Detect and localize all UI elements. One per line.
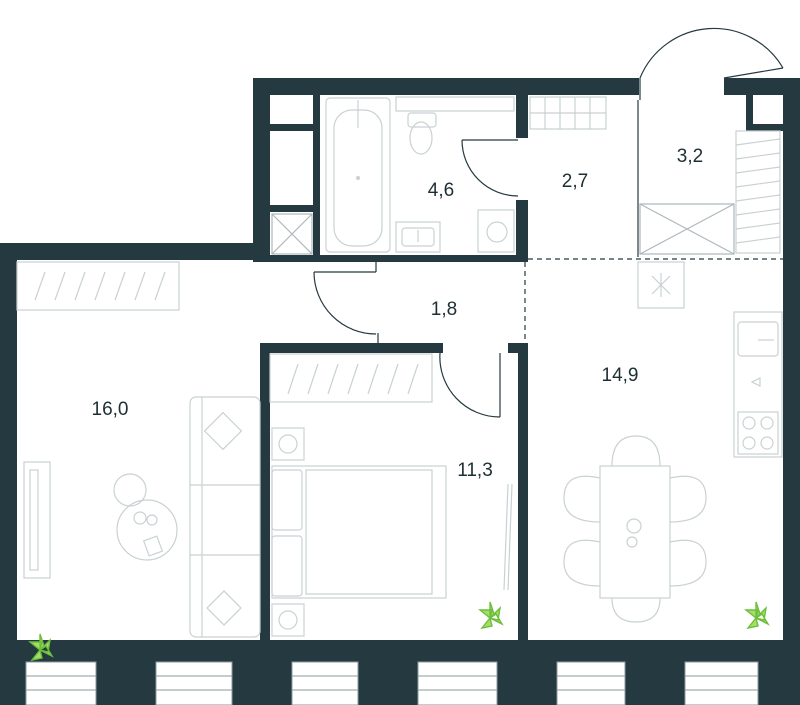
living-room-area: 16,0 bbox=[92, 399, 129, 420]
utility-shaft bbox=[271, 213, 313, 255]
bathroom-area: 4,6 bbox=[428, 180, 454, 201]
radiator-icon bbox=[529, 96, 607, 130]
sink-icon bbox=[395, 221, 441, 253]
kitchen-counter bbox=[637, 261, 783, 458]
mirror-icon bbox=[503, 483, 513, 591]
toilet-icon bbox=[395, 96, 515, 155]
bed-icon bbox=[271, 427, 447, 637]
corridor-area: 1,8 bbox=[431, 299, 457, 320]
plant-icon bbox=[478, 601, 504, 630]
hall-area: 2,7 bbox=[562, 171, 588, 192]
coffee-table-icon bbox=[113, 473, 178, 561]
tv-icon bbox=[23, 461, 51, 579]
balcony-door-arc bbox=[639, 27, 784, 100]
washing-machine-icon bbox=[477, 209, 515, 253]
wardrobe-icon bbox=[16, 261, 180, 311]
wardrobe-icon bbox=[269, 353, 433, 403]
bedroom-area: 11,3 bbox=[457, 460, 493, 481]
doors bbox=[313, 100, 639, 418]
plant-icon bbox=[744, 601, 770, 630]
bathtub-icon bbox=[325, 97, 391, 253]
kitchen-living-area: 14,9 bbox=[602, 365, 639, 386]
room-boundaries bbox=[524, 258, 783, 343]
windows bbox=[25, 661, 759, 705]
stove-icon bbox=[737, 377, 779, 455]
sink-icon bbox=[737, 321, 779, 357]
balcony-area: 3,2 bbox=[677, 146, 703, 167]
balcony-storage bbox=[639, 130, 781, 255]
plant-icon bbox=[28, 633, 54, 662]
sofa-icon bbox=[189, 396, 261, 638]
walls bbox=[0, 78, 800, 705]
dining-table-icon bbox=[563, 435, 707, 623]
